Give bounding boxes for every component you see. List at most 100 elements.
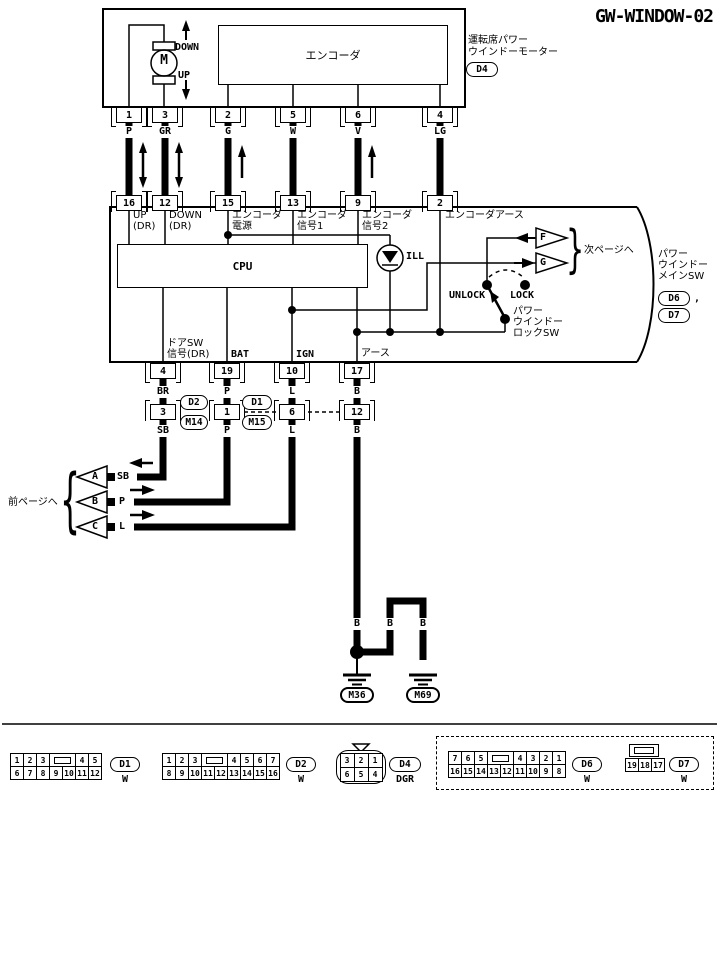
connector-pin-cell: 4 xyxy=(367,766,383,782)
connector-pin-cell: 5 xyxy=(353,766,369,782)
wire-color-sb-arrow: SB xyxy=(117,471,130,482)
footer-separator-and-notch xyxy=(2,723,717,754)
connector-pin-cell: 7 xyxy=(266,753,280,767)
connector-d6-color: W xyxy=(583,774,591,785)
unlock-label: UNLOCK xyxy=(449,290,486,301)
main-switch-outline xyxy=(109,206,655,363)
cpu-box: CPU xyxy=(117,244,368,288)
connector-pin-cell: 11 xyxy=(513,764,527,778)
connector-pin-cell: 11 xyxy=(201,766,215,780)
ground-tag-m36: M36 xyxy=(340,687,374,703)
connector-pin-cell: 2 xyxy=(175,753,189,767)
pin-function-up-dr: UP (DR) xyxy=(133,210,156,232)
pin-function-encoder-power: エンコーダ 電源 xyxy=(232,210,282,232)
ground-symbols xyxy=(343,645,437,686)
mainsw-pin-9: 9 xyxy=(340,191,376,212)
junction-pin-1: 1 xyxy=(209,400,245,421)
pin-function-encoder-signal1: エンコーダ 信号1 xyxy=(297,210,347,232)
connector-key-slot xyxy=(487,751,514,765)
connector-tag-m15: M15 xyxy=(242,415,272,430)
connector-pin-cell: 8 xyxy=(36,766,50,780)
main-switch-connector-group-box xyxy=(436,736,714,790)
wire-color-p3: P xyxy=(222,425,232,437)
connector-pin-cell: 12 xyxy=(214,766,228,780)
connector-pin-cell: 1 xyxy=(162,753,176,767)
wire-color-w: W xyxy=(288,126,298,138)
connector-tag-d4-motor: D4 xyxy=(466,62,498,77)
mainsw-pin-19: 19 xyxy=(209,362,245,383)
connector-pin-cell: 14 xyxy=(240,766,254,780)
wire-color-b: B xyxy=(352,386,362,398)
connector-pin-cell: 2 xyxy=(539,751,553,765)
wire-color-gr: GR xyxy=(157,126,173,138)
lock-switch-symbol xyxy=(482,269,530,332)
wire-color-v: V xyxy=(353,126,363,138)
connector-pin-cell: 13 xyxy=(227,766,241,780)
motor-symbol-letter: M xyxy=(160,53,168,68)
connector-pin-cell: 11 xyxy=(75,766,89,780)
junction-pin-3: 3 xyxy=(145,400,181,421)
connector-tag-d1: D1 xyxy=(242,395,272,410)
mainsw-pin-15: 15 xyxy=(210,191,246,212)
connector-tag-d1-view: D1 xyxy=(110,757,140,772)
connector-pin-cell: 16 xyxy=(448,764,462,778)
wire-color-l-arrow: L xyxy=(119,521,126,532)
connector-pin-cell: 19 xyxy=(625,758,639,772)
connector-d7-color: W xyxy=(680,774,688,785)
wire-color-g: G xyxy=(223,126,233,138)
connector-pin-cell: 5 xyxy=(240,753,254,767)
main-switch-name: パワー ウインドー メインSW xyxy=(658,249,708,282)
connector-pin-cell: 4 xyxy=(227,753,241,767)
connector-tag-d7-view: D7 xyxy=(669,757,699,772)
mainsw-pin-2: 2 xyxy=(422,191,458,212)
page-arrow-c-letter: C xyxy=(92,521,99,532)
connector-pin-cell: 16 xyxy=(266,766,280,780)
mainsw-pin-4: 4 xyxy=(145,362,181,383)
connector-pin-cell: 3 xyxy=(36,753,50,767)
connector-pin-cell: 6 xyxy=(461,751,475,765)
connector-pin-cell: 8 xyxy=(552,764,566,778)
connector-pin-cell: 10 xyxy=(526,764,540,778)
connector-d2-color: W xyxy=(297,774,305,785)
motor-pin-2: 2 xyxy=(210,106,246,127)
connector-pin-cell: 3 xyxy=(188,753,202,767)
ground-wire-b3: B xyxy=(418,618,428,630)
connector-pin-cell: 2 xyxy=(23,753,37,767)
connector-d7-tab xyxy=(629,744,659,757)
connector-pin-cell: 2 xyxy=(353,752,369,768)
connector-d1-color: W xyxy=(121,774,129,785)
pin-function-down-dr: DOWN (DR) xyxy=(169,210,202,232)
connector-pin-cell: 8 xyxy=(162,766,176,780)
connector-key-slot xyxy=(201,753,228,767)
lock-label: LOCK xyxy=(510,290,535,301)
mainsw-pin-16: 16 xyxy=(111,191,147,212)
connector-pin-cell: 9 xyxy=(175,766,189,780)
motor-pin-5: 5 xyxy=(275,106,311,127)
ground-wire-b2: B xyxy=(385,618,395,630)
connector-pin-cell: 5 xyxy=(88,753,102,767)
junction-pin-12: 12 xyxy=(339,400,375,421)
connector-tag-m14: M14 xyxy=(180,415,208,430)
wire-color-lg: LG xyxy=(432,126,448,138)
wire-color-p-arrow: P xyxy=(119,496,126,507)
wire-color-sb: SB xyxy=(155,425,171,437)
motor-component-name-line2: ウインドーモーター xyxy=(468,47,558,58)
connector-pin-cell: 13 xyxy=(487,764,501,778)
connector-pin-cell: 1 xyxy=(367,752,383,768)
pin-function-encoder-signal2: エンコーダ 信号2 xyxy=(362,210,412,232)
wire-color-b2: B xyxy=(352,425,362,437)
connector-pin-cell: 6 xyxy=(339,766,355,782)
motor-up-label: UP xyxy=(178,70,191,81)
connector-tag-d6-side: D6 xyxy=(658,291,690,306)
pin-function-ground: アース xyxy=(361,348,390,359)
mainsw-pin-10: 10 xyxy=(274,362,310,383)
